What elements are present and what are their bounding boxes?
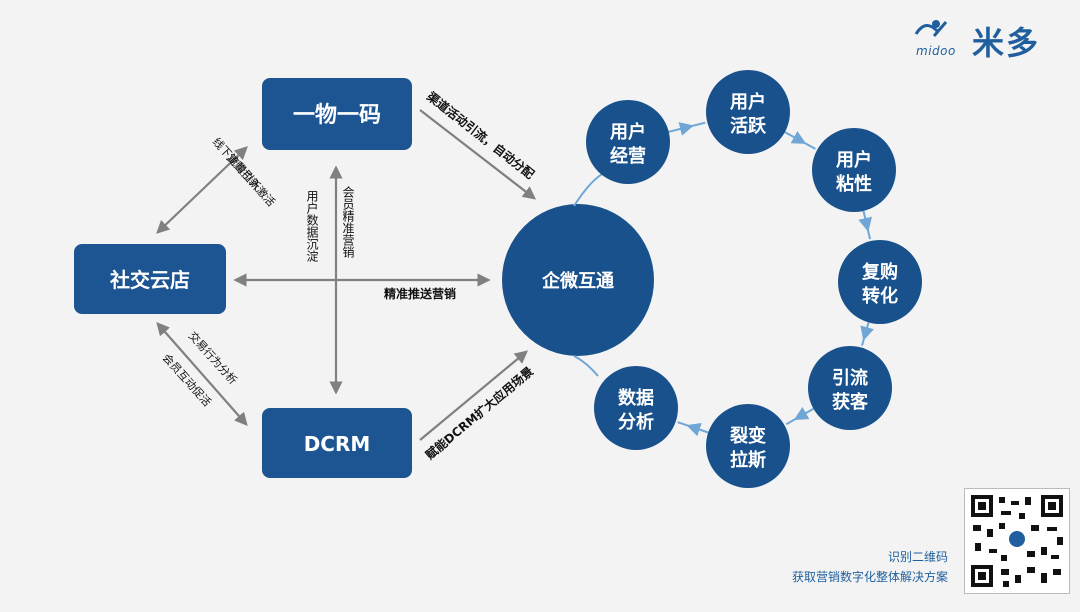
ring-node-circle <box>594 366 678 450</box>
ring-connector <box>784 131 807 144</box>
node-shejiao-label: 社交云店 <box>109 268 190 292</box>
ring-connector <box>865 224 872 240</box>
ring-connector <box>785 415 801 426</box>
ring-connectors <box>573 121 874 437</box>
ring-node-circle <box>586 100 670 184</box>
qr-caption-1: 识别二维码 <box>887 550 948 564</box>
ring-connector-center-bottom <box>573 355 599 377</box>
ring-node-label: 用户 <box>730 91 766 113</box>
ring-node-circle <box>706 70 790 154</box>
ring-connector <box>668 122 694 136</box>
center-circle <box>502 204 654 356</box>
ring-node-circle <box>812 128 896 212</box>
qr-code <box>964 488 1070 594</box>
qr-caption-2: 获取营销数字化整体解决方案 <box>791 570 948 584</box>
ring-node-label: 经营 <box>610 145 646 167</box>
ring-node-label: 活跃 <box>730 115 767 137</box>
ring-connector <box>793 406 814 420</box>
edge-label-vertical-b: 会员精准营销 <box>341 186 355 258</box>
ring-connector <box>686 121 706 129</box>
ring-connector <box>860 322 874 341</box>
ring-node-label: 粘性 <box>836 173 872 195</box>
node-shejiao-box <box>74 244 226 314</box>
arrow-top-right <box>419 109 537 200</box>
arrow-top-left <box>156 146 248 234</box>
midoo-logo-icon <box>914 20 948 37</box>
node-yiwu-box <box>262 78 412 150</box>
edge-label-vertical-a: 用户数据沉淀 <box>305 190 319 263</box>
ring-node-label: 用户 <box>610 121 646 143</box>
ring-connector-center <box>573 171 607 207</box>
edge-label-bottom-right: 赋能DCRM扩大应用场景 <box>422 363 536 462</box>
logo-brand-text: 米多 <box>972 24 1041 62</box>
ring-node-label: 转化 <box>862 285 898 307</box>
ring-connector <box>677 421 694 429</box>
ring-connector <box>686 422 709 437</box>
node-yiwu-label: 一物一码 <box>293 102 381 128</box>
ring-node-label: 裂变 <box>729 425 766 447</box>
ring-node-circle <box>838 240 922 324</box>
edge-label-horizontal: 精准推送营销 <box>384 286 456 301</box>
ring-node-label: 获客 <box>832 391 869 413</box>
midoo-logo: midoo 米多 <box>912 14 1062 62</box>
edge-label-top-right: 渠道活动引流，自动分配 <box>424 89 537 182</box>
node-dcrm-box <box>262 408 412 478</box>
logo-sub-text: midoo <box>916 44 956 58</box>
ring-node-circle <box>706 404 790 488</box>
center-label: 企微互通 <box>541 270 614 292</box>
arrow-bottom-right <box>419 350 529 441</box>
ring-node-label: 引流 <box>832 367 868 389</box>
ring-node-circle <box>808 346 892 430</box>
node-dcrm-label: DCRM <box>304 432 371 456</box>
ring-connector <box>861 333 867 346</box>
ring-connector <box>799 139 816 150</box>
ring-node-label: 数据 <box>618 387 654 409</box>
ring-node-label: 复购 <box>861 261 898 283</box>
ring-node-label: 用户 <box>836 149 872 171</box>
ring-node-label: 分析 <box>618 411 654 433</box>
ring-node-label: 拉斯 <box>730 449 766 471</box>
ring-connector <box>858 210 873 232</box>
arrow-bottom-left <box>156 322 248 426</box>
edge-label-top-left-b: 复购拉新激活 <box>224 151 279 209</box>
